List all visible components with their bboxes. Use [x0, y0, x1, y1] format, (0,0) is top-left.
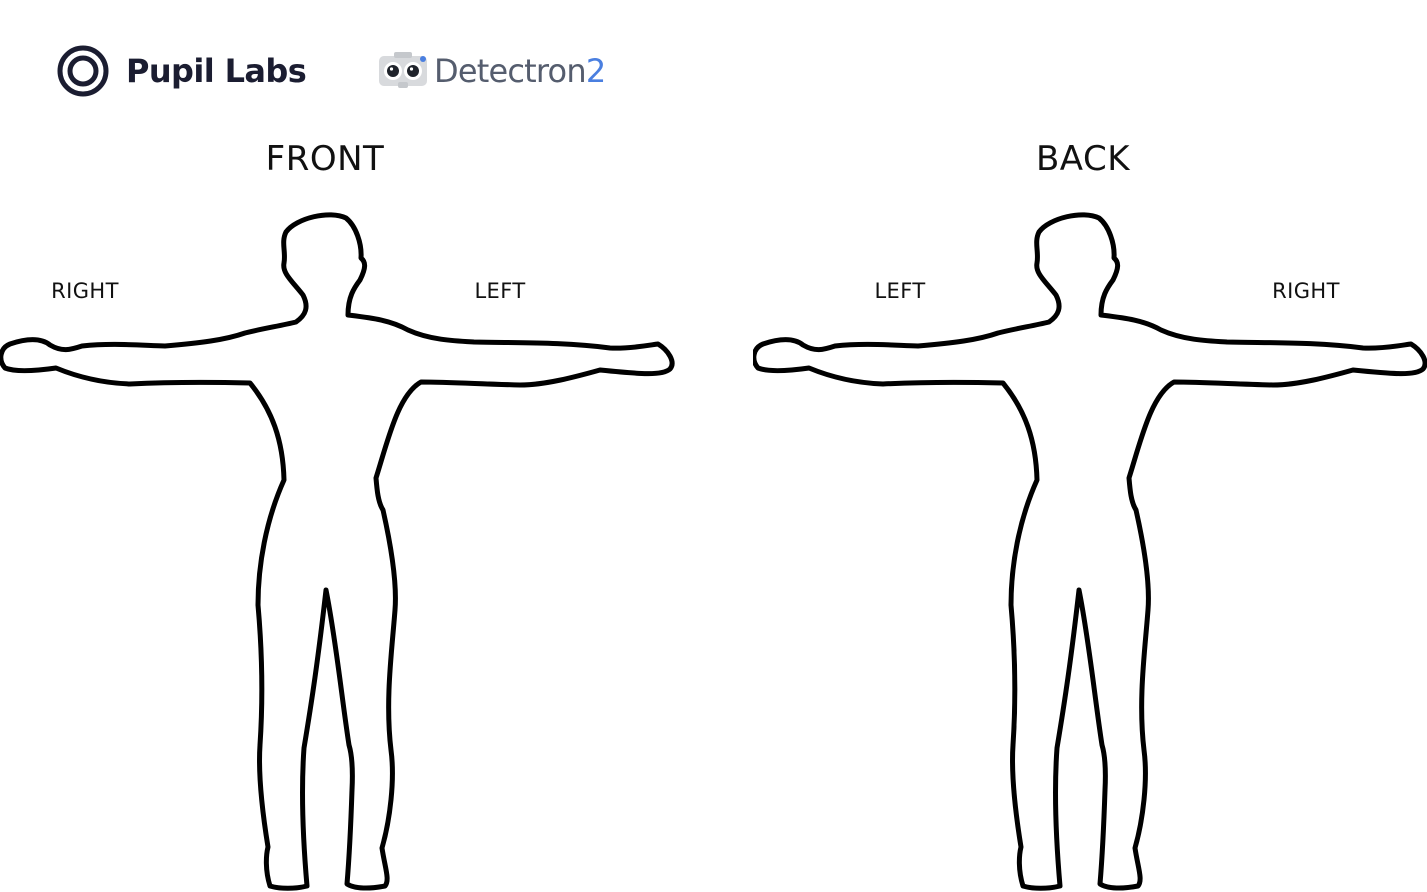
back-body-silhouette	[753, 212, 1427, 891]
pupil-labs-wordmark: Pupil Labs	[126, 52, 307, 90]
logo-bar: Pupil Labs Detectron2	[56, 44, 656, 98]
back-view-title: BACK	[1035, 139, 1131, 179]
detectron2-robot-icon	[379, 52, 427, 88]
back-view-left-side-label: LEFT	[874, 279, 926, 303]
pupil-labs-logo-icon	[57, 45, 109, 97]
front-view-right-side-label: RIGHT	[51, 279, 119, 303]
back-view-right-side-label: RIGHT	[1272, 279, 1340, 303]
front-view-title: FRONT	[265, 139, 385, 179]
front-body-outline	[0, 212, 675, 891]
detectron2-wordmark: Detectron2	[434, 52, 606, 90]
detectron2-wordmark-suffix: 2	[585, 52, 606, 90]
front-view-left-side-label: LEFT	[474, 279, 526, 303]
back-body-outline	[753, 212, 1427, 891]
detectron2-wordmark-main: Detectron	[434, 52, 587, 90]
front-body-silhouette	[0, 212, 675, 891]
